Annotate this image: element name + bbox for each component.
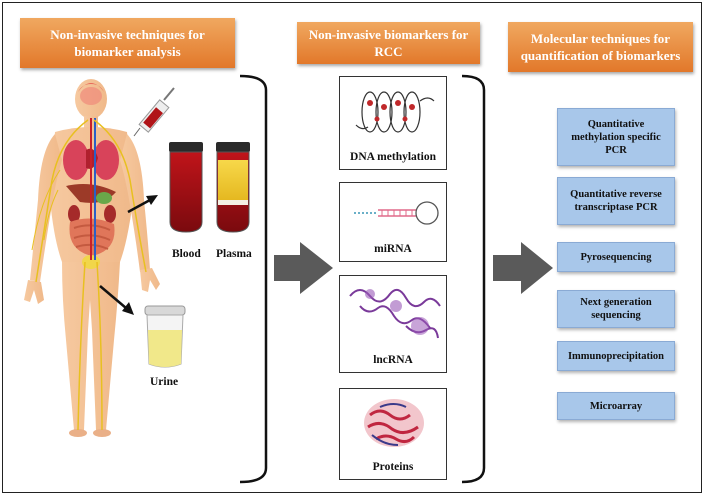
technique-immunoprecipitation: Immunoprecipitation (557, 341, 675, 371)
technique-microarray: Microarray (557, 392, 675, 420)
biomarker-label-dna-methylation: DNA methylation (350, 151, 436, 163)
mirna-hairpin-icon (354, 201, 439, 225)
urine-cup-icon (144, 305, 186, 368)
middle-bracket (461, 74, 486, 484)
plasma-tube-icon (216, 142, 250, 233)
syringe-icon (133, 87, 175, 137)
card-proteins: Proteins (339, 388, 447, 480)
card-lncrna: lncRNA (339, 275, 447, 373)
dna-methylation-icon (355, 91, 435, 133)
arrow-to-urine (99, 285, 134, 315)
biomarker-label-lncrna: lncRNA (373, 354, 413, 366)
technique-pyrosequencing: Pyrosequencing (557, 242, 675, 272)
biomarker-label-proteins: Proteins (372, 461, 414, 473)
label-plasma: Plasma (216, 248, 252, 260)
protein-structure-icon (364, 399, 424, 447)
arrow-to-blood (127, 195, 158, 214)
label-blood: Blood (172, 248, 201, 260)
biomarker-label-mirna: miRNA (374, 243, 412, 255)
gray-arrow-2 (493, 242, 553, 294)
gray-arrow-1 (274, 242, 333, 294)
blood-tube-icon (169, 142, 203, 233)
card-mirna: miRNA (339, 182, 447, 262)
left-bracket (239, 74, 268, 484)
lncrna-structure-icon (349, 288, 441, 339)
label-urine: Urine (150, 376, 179, 388)
human-anatomy-figure (24, 79, 160, 437)
card-dna-methylation: DNA methylation (339, 76, 447, 170)
